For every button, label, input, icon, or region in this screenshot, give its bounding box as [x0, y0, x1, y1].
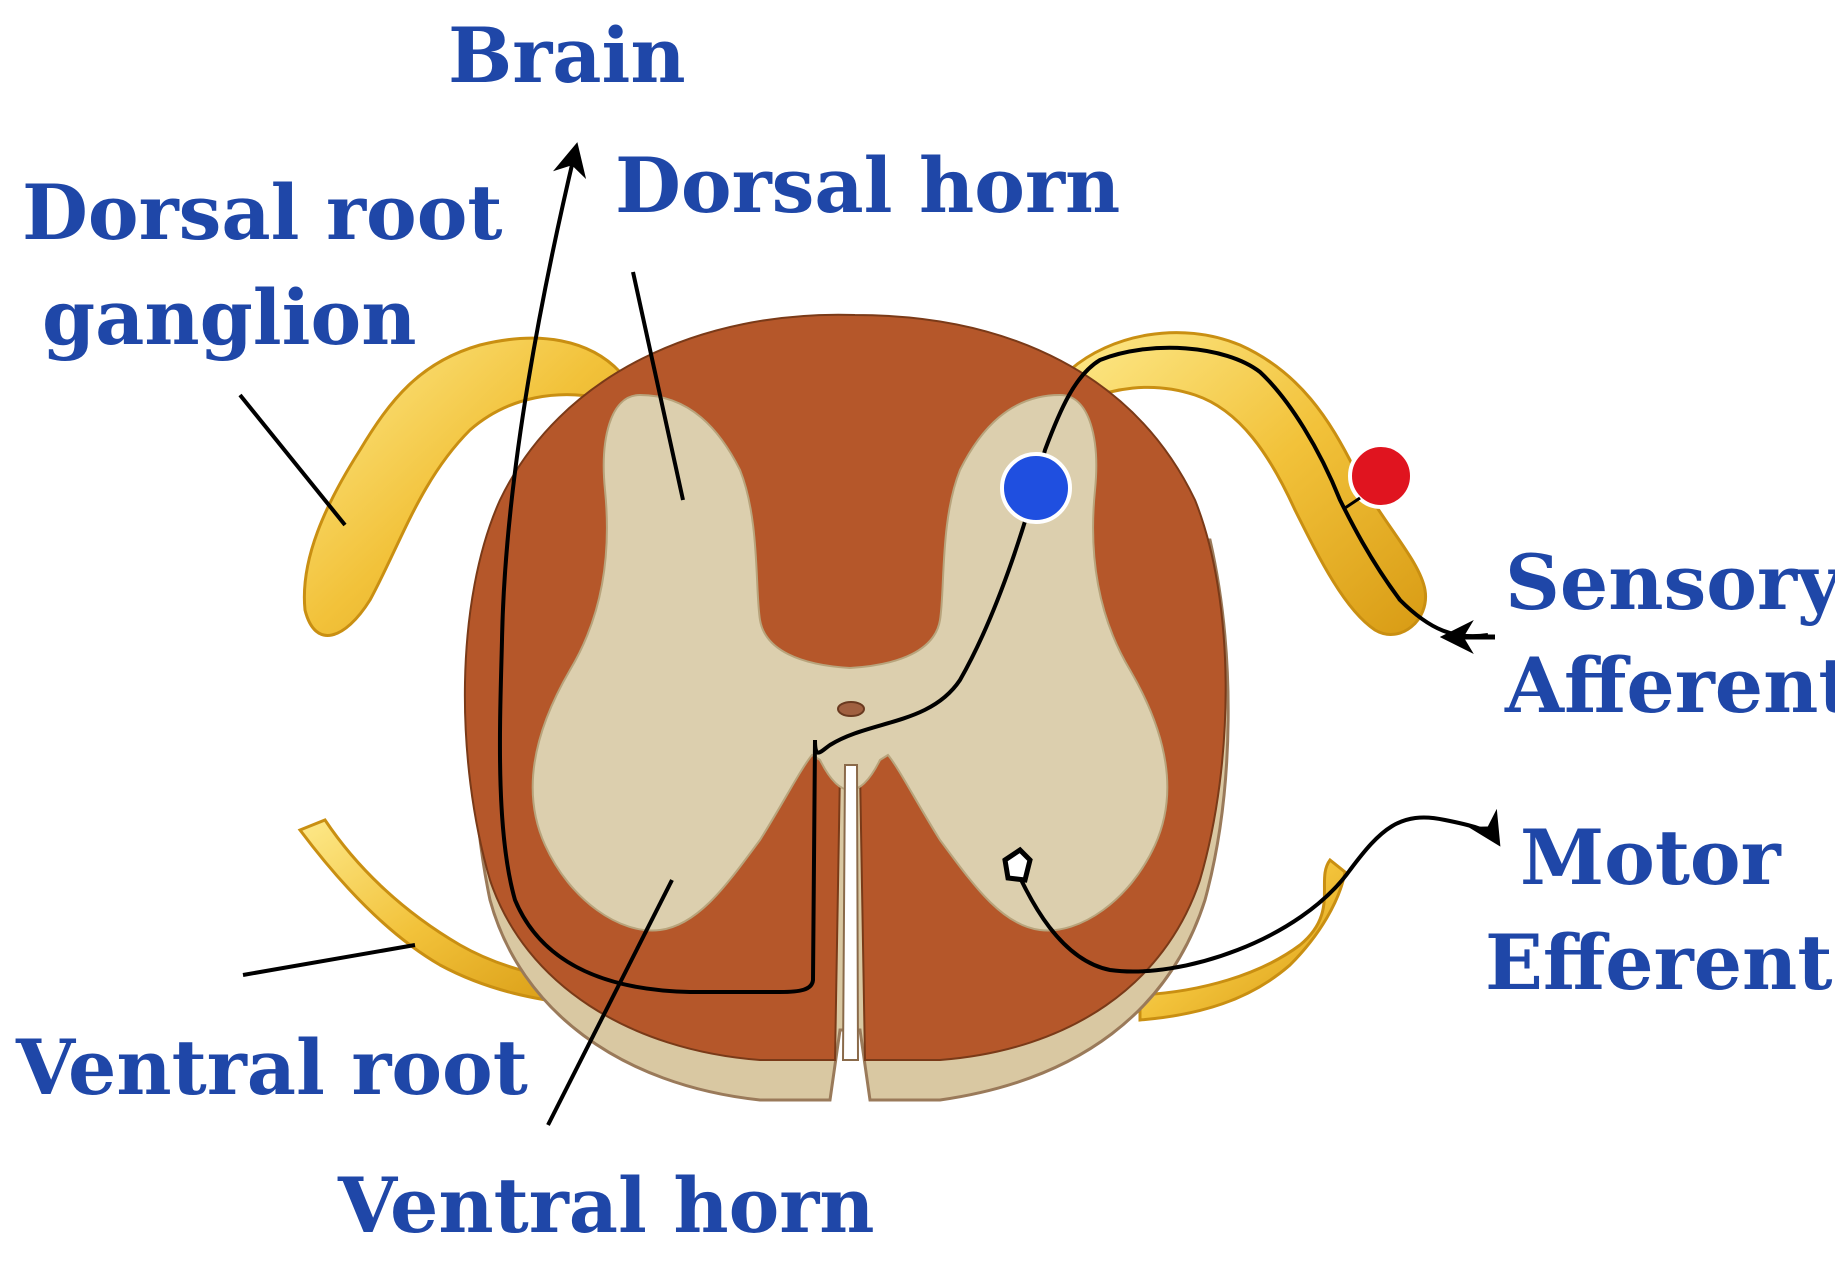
motor-neuron-soma [1005, 850, 1030, 880]
label-motor-line2: Efferent [1485, 925, 1832, 1001]
interneuron-cell-body [1002, 454, 1070, 522]
spinal-cord-body [465, 315, 1228, 1100]
label-dorsal-horn: Dorsal horn [615, 148, 1120, 224]
label-ventral-horn: Ventral horn [338, 1168, 875, 1244]
ventral-median-fissure [843, 765, 858, 1060]
label-ventral-root: Ventral root [16, 1030, 528, 1106]
label-motor-line1: Motor [1520, 820, 1781, 896]
label-sensory-line2: Afferent [1505, 648, 1835, 724]
label-drg-line1: Dorsal root [22, 175, 503, 251]
label-brain: Brain [448, 18, 686, 94]
central-canal [838, 702, 864, 716]
label-sensory-line1: Sensory [1505, 545, 1835, 621]
label-drg-line2: ganglion [42, 280, 416, 356]
leader-line-drg [240, 395, 345, 525]
leader-line-ventral-root [243, 945, 415, 975]
